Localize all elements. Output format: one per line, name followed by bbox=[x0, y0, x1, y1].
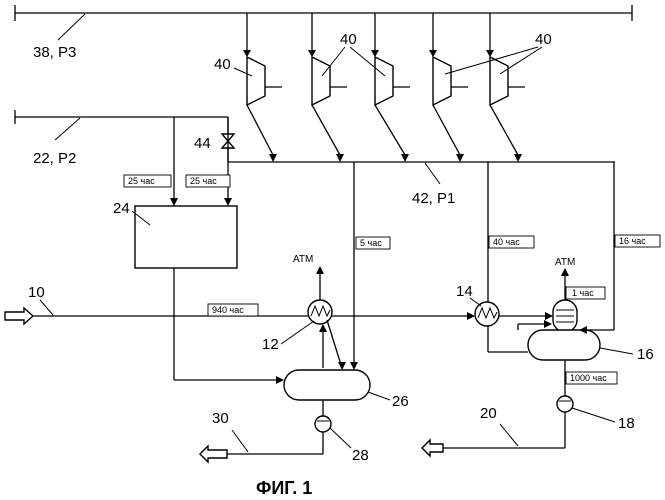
vessel-label-26: 26 bbox=[392, 393, 409, 410]
header-p1 bbox=[228, 162, 615, 184]
turbine-3 bbox=[371, 13, 410, 155]
flow-label-16: 16 час bbox=[619, 236, 646, 246]
header-p3-label: 38, P3 bbox=[33, 44, 76, 61]
turbine-label-40c: 40 bbox=[535, 31, 552, 48]
turbine-discharge-arrows bbox=[269, 154, 522, 162]
outlet-label-20: 20 bbox=[480, 405, 497, 422]
outlet-label-30: 30 bbox=[212, 410, 229, 427]
turbine-4 bbox=[429, 13, 468, 155]
exchanger-label-14: 14 bbox=[456, 283, 473, 300]
unit-24 bbox=[135, 117, 237, 268]
feed-10 bbox=[5, 300, 308, 324]
feed-label-10: 10 bbox=[28, 284, 45, 301]
valve-label-44: 44 bbox=[194, 135, 211, 152]
outlet-20 bbox=[422, 424, 518, 456]
flow-label-25a: 25 час bbox=[128, 176, 155, 186]
flow-label-40: 40 час bbox=[493, 237, 520, 247]
turbine-label-40a: 40 bbox=[214, 56, 231, 73]
flow-label-940: 940 час bbox=[212, 305, 244, 315]
pump-label-18: 18 bbox=[618, 415, 635, 432]
flow-label-5: 5 час bbox=[360, 238, 382, 248]
flow-label-1: 1 час bbox=[572, 288, 594, 298]
unit-label-24: 24 bbox=[113, 200, 130, 217]
flow-label-25b: 25 час bbox=[190, 176, 217, 186]
flow-label-1000: 1000 час bbox=[570, 373, 607, 383]
header-p1-label: 42, P1 bbox=[412, 190, 455, 207]
vent-label-atm-12: ATM bbox=[293, 254, 313, 265]
vessel-26 bbox=[284, 370, 370, 400]
turbine-5 bbox=[486, 13, 525, 155]
turbine-label-40b: 40 bbox=[340, 31, 357, 48]
header-p2-label: 22, P2 bbox=[33, 150, 76, 167]
outlet-30 bbox=[200, 430, 248, 462]
line-24-to-26 bbox=[174, 268, 284, 384]
figure-caption: ФИГ. 1 bbox=[256, 478, 312, 498]
pump-28 bbox=[227, 400, 331, 454]
pump-label-28: 28 bbox=[352, 447, 369, 464]
pump-18 bbox=[443, 360, 573, 448]
drum-label-16: 16 bbox=[637, 346, 654, 363]
line-p1-to-26 bbox=[350, 162, 358, 370]
vent-label-atm-16: ATM bbox=[555, 257, 575, 268]
exchanger-12 bbox=[308, 266, 475, 370]
exchanger-label-12: 12 bbox=[262, 336, 279, 353]
turbine-1 bbox=[243, 13, 282, 155]
